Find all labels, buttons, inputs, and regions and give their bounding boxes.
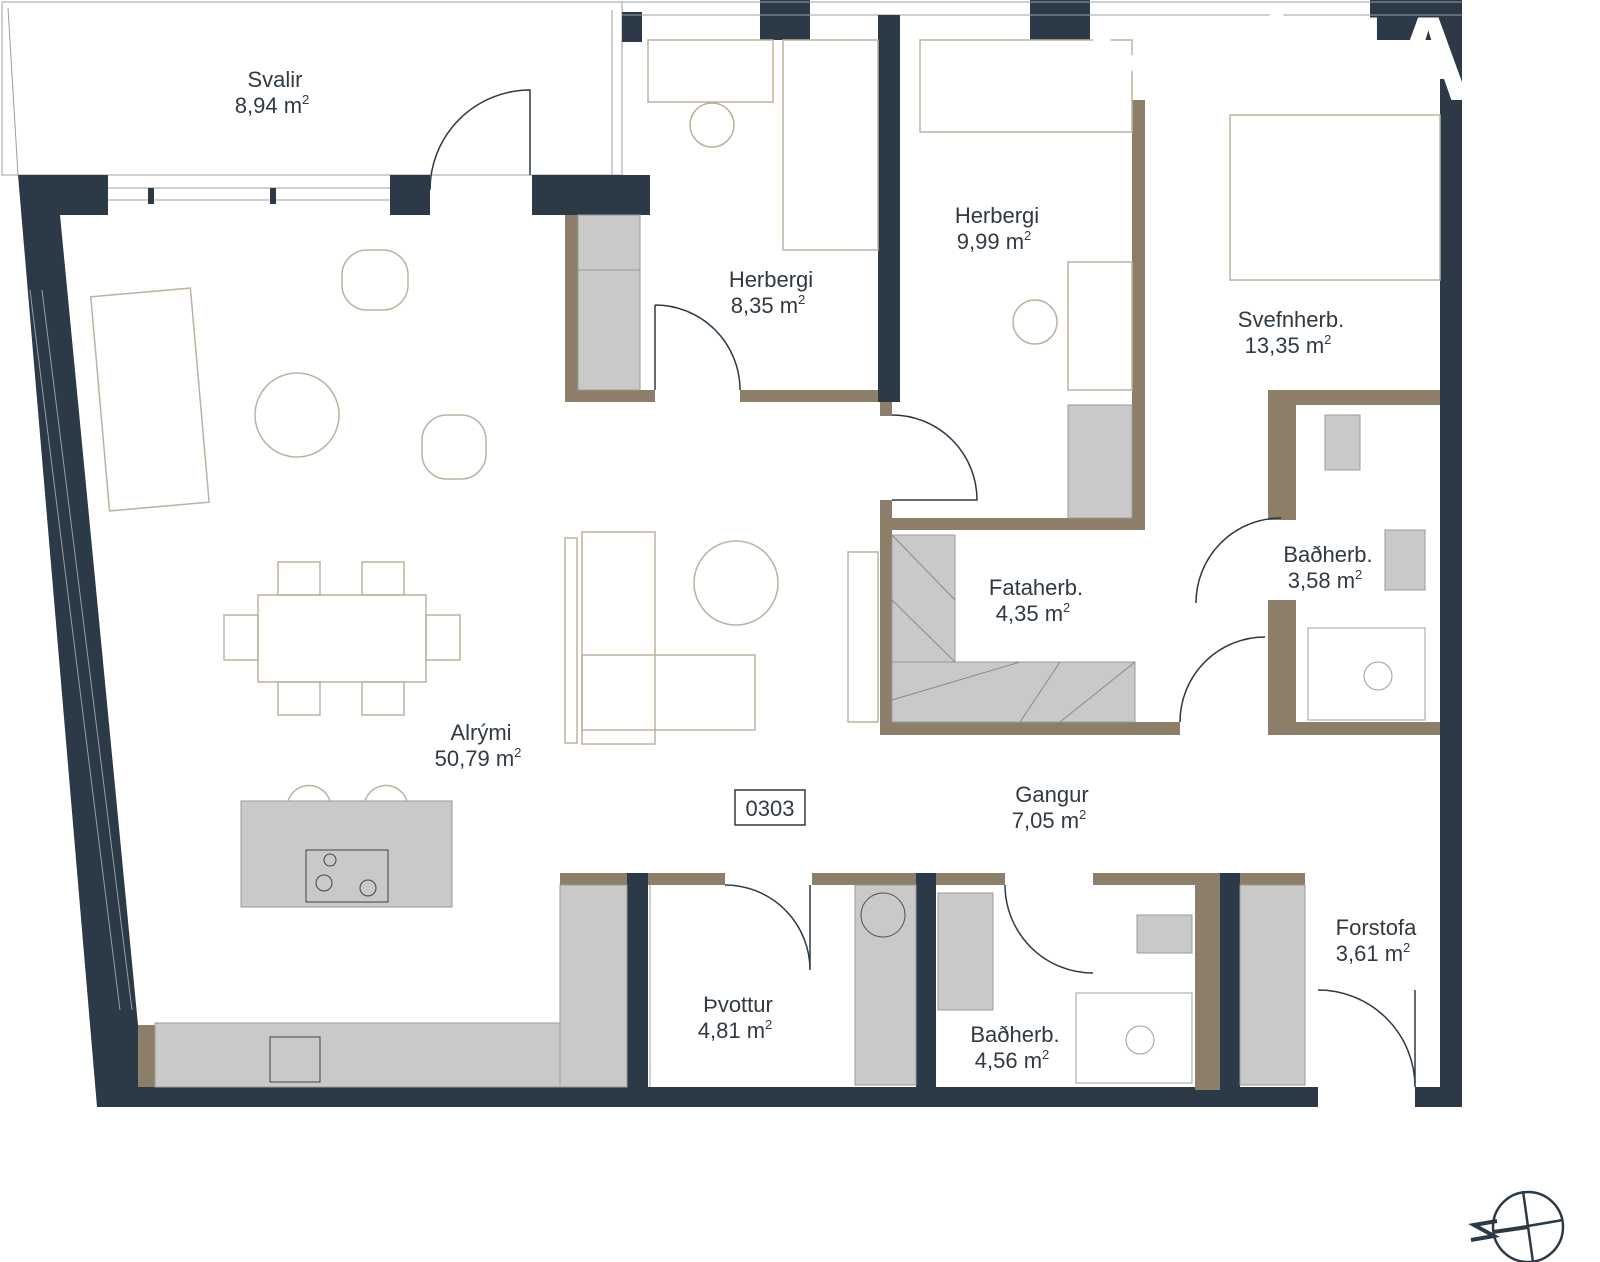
room-name: Baðherb. bbox=[970, 1022, 1059, 1047]
room-area: 3,58 m2 bbox=[1288, 567, 1363, 593]
room-name: Herbergi bbox=[955, 203, 1039, 228]
room-name: Forstofa bbox=[1336, 915, 1417, 940]
room-area: 8,94 m2 bbox=[235, 92, 310, 118]
room-area: 3,61 m2 bbox=[1336, 940, 1411, 966]
north-letter bbox=[1468, 1219, 1500, 1242]
room-name: Fataherb. bbox=[989, 575, 1083, 600]
room-name: Gangur bbox=[1015, 782, 1088, 807]
compass-icon bbox=[1468, 1190, 1565, 1262]
room-name: Herbergi bbox=[729, 267, 813, 292]
room-area: 4,56 m2 bbox=[975, 1047, 1050, 1073]
furniture bbox=[89, 39, 1441, 1088]
room-area: 9,99 m2 bbox=[957, 228, 1032, 254]
room-area: 4,81 m2 bbox=[698, 1017, 773, 1043]
room-area: 7,05 m2 bbox=[1012, 807, 1087, 833]
exterior-walls bbox=[18, 0, 1462, 1107]
room-name: Baðherb. bbox=[1283, 542, 1372, 567]
room-name: Svalir bbox=[247, 67, 302, 92]
room-area: 8,35 m2 bbox=[731, 292, 806, 318]
room-name: Þvottur bbox=[703, 992, 773, 1017]
unit-number: 0303 bbox=[746, 796, 795, 821]
room-area: 50,79 m2 bbox=[435, 745, 522, 771]
interior-walls bbox=[138, 15, 1440, 1090]
doors bbox=[429, 89, 1416, 1088]
balcony bbox=[1, 1, 623, 176]
room-name: Svefnherb. bbox=[1238, 307, 1344, 332]
unit-number-box bbox=[734, 789, 806, 826]
watermark-logo: RE/MAX bbox=[1085, 0, 1552, 126]
room-area: 13,35 m2 bbox=[1245, 332, 1332, 358]
room-name: Alrými bbox=[450, 720, 511, 745]
room-area: 4,35 m2 bbox=[996, 600, 1071, 626]
room-labels: Svalir 8,94 m2 Herbergi 8,35 m2 Herbergi… bbox=[235, 67, 1417, 1073]
